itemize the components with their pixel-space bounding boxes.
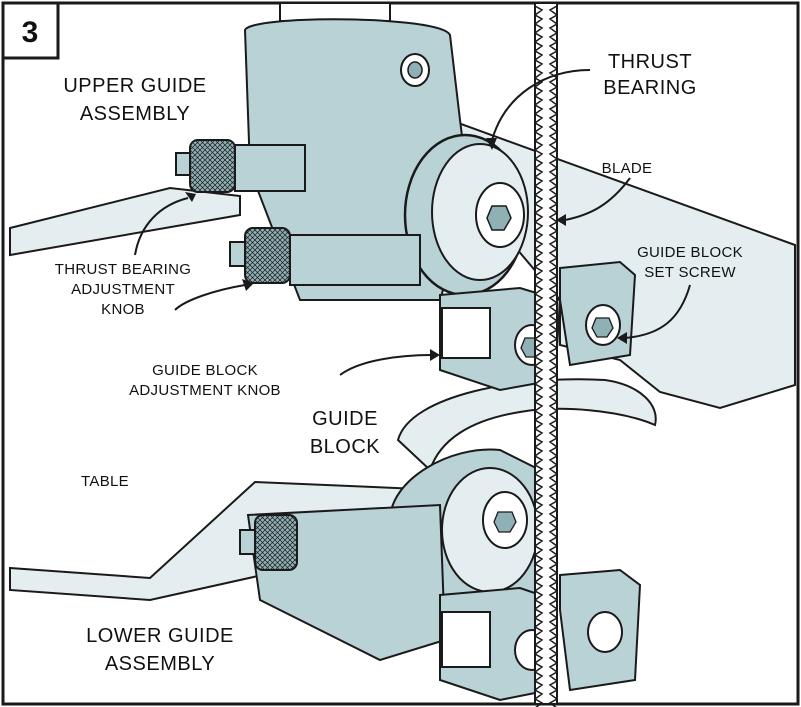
thrust-bearing-adjustment-knob-label-2: ADJUSTMENT [71, 281, 175, 298]
blade-arrow [564, 177, 631, 221]
guide-block-arrow [339, 354, 433, 376]
figure-number-box: 3 [1, 1, 60, 60]
thrust-bearing-adjustment-knob-label-1: THRUST BEARING [55, 261, 191, 278]
thrust-bearing-label-2: BEARING [603, 77, 697, 99]
guide-block-label-2: BLOCK [310, 436, 380, 458]
guide-block-set-screw-label-1: GUIDE BLOCK [637, 244, 743, 261]
upper-guide-assembly-label-1: UPPER GUIDE [63, 75, 206, 97]
labels: UPPER GUIDE ASSEMBLY THRUST BEARING BLAD… [55, 51, 743, 675]
leader-arrows [134, 69, 691, 376]
guide-block-label-1: GUIDE [312, 408, 378, 430]
upper-guide-assembly-drawing [175, 2, 637, 392]
lower-guide-assembly-label-1: LOWER GUIDE [86, 625, 234, 647]
thrust-bearing-label-1: THRUST [608, 51, 692, 73]
guide-block-knob-arrow [174, 284, 246, 311]
lower-guide-assembly-drawing [239, 448, 642, 702]
guide-block-set-screw-label-2: SET SCREW [644, 264, 736, 281]
blade-label: BLADE [602, 160, 653, 177]
lower-guide-assembly-label-2: ASSEMBLY [105, 653, 215, 675]
thrust-bearing-adjustment-knob-label-3: KNOB [101, 301, 145, 318]
upper-guide-assembly-label-2: ASSEMBLY [80, 103, 190, 125]
figure-number: 3 [22, 16, 39, 49]
blade [534, 2, 558, 707]
guide-block-set-screw-arrow [624, 284, 691, 339]
table-label: TABLE [81, 473, 129, 490]
thrust-bearing-arrow [491, 69, 591, 141]
guide-block-adjustment-knob-label-1: GUIDE BLOCK [152, 362, 258, 379]
thrust-bearing-knob-arrow [134, 197, 189, 256]
guide-block-adjustment-knob-label-2: ADJUSTMENT KNOB [129, 382, 281, 399]
